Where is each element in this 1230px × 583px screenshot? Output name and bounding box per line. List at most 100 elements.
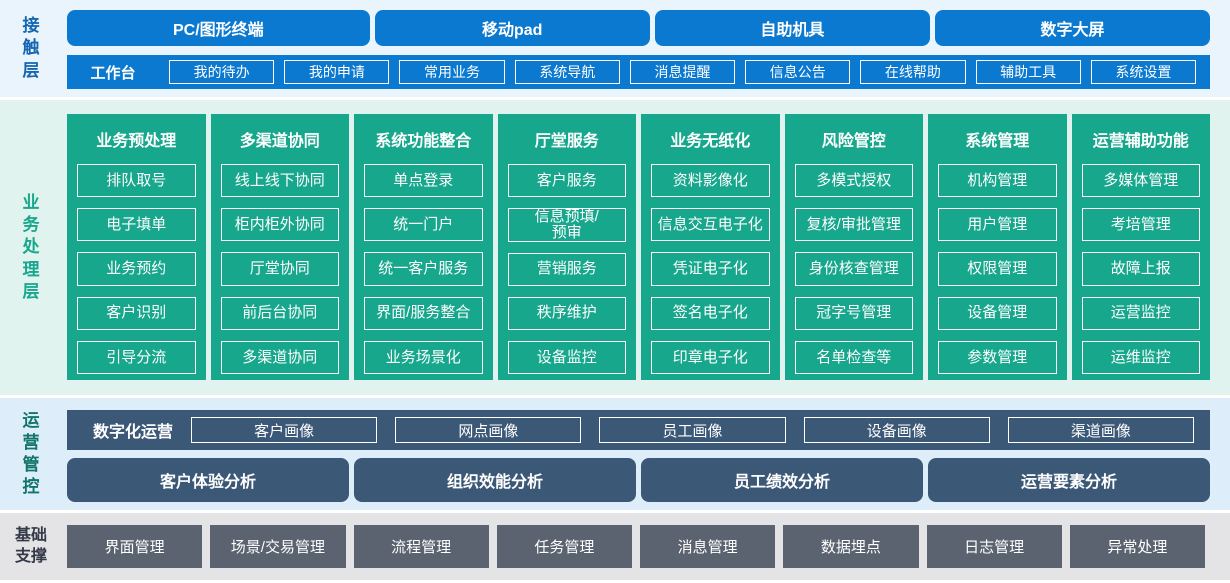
- analysis-customer-experience[interactable]: 客户体验分析: [67, 458, 349, 502]
- column-item[interactable]: 界面/服务整合: [364, 296, 483, 330]
- column-item[interactable]: 业务预约: [77, 252, 196, 286]
- column-item[interactable]: 设备监控: [507, 340, 626, 374]
- column-title: 多渠道协同: [239, 133, 320, 150]
- terminal-selfservice-button[interactable]: 自助机具: [654, 10, 930, 46]
- column-item[interactable]: 身份核查管理: [794, 252, 913, 286]
- column-item[interactable]: 信息交互电子化: [651, 208, 770, 242]
- column-pre-processing: 业务预处理 排队取号 电子填单 业务预约 客户识别 引导分流: [67, 114, 206, 380]
- portrait-channel[interactable]: 渠道画像: [1007, 417, 1195, 443]
- analysis-ops-elements[interactable]: 运营要素分析: [928, 458, 1210, 502]
- workbench-item-notifications[interactable]: 消息提醒: [629, 60, 736, 84]
- column-item[interactable]: 运营监控: [1081, 296, 1200, 330]
- column-item[interactable]: 统一客户服务: [364, 252, 483, 286]
- portrait-employee[interactable]: 员工画像: [599, 417, 786, 443]
- column-item[interactable]: 引导分流: [77, 340, 196, 375]
- terminal-pad-button[interactable]: 移动pad: [374, 10, 650, 46]
- digital-ops-bar: 数字化运营 客户画像 网点画像 员工画像 设备画像 渠道画像: [67, 410, 1210, 450]
- workbench-bar: 工作台 我的待办 我的申请 常用业务 系统导航 消息提醒 信息公告 在线帮助 辅…: [67, 55, 1210, 89]
- workbench-item-common-business[interactable]: 常用业务: [399, 60, 505, 84]
- base-layer-body: 界面管理 场景/交易管理 流程管理 任务管理 消息管理 数据埋点 日志管理 异常…: [62, 513, 1230, 580]
- portrait-device[interactable]: 设备画像: [803, 417, 990, 443]
- column-item[interactable]: 运维监控: [1081, 340, 1200, 375]
- column-item[interactable]: 厅堂协同: [220, 252, 339, 286]
- column-item[interactable]: 单点登录: [364, 164, 483, 198]
- workbench-item-applications[interactable]: 我的申请: [284, 60, 390, 84]
- column-title: 业务预处理: [96, 133, 177, 150]
- column-item[interactable]: 前后台协同: [220, 296, 339, 330]
- workbench-item-online-help[interactable]: 在线帮助: [860, 60, 966, 84]
- column-item[interactable]: 冠字号管理: [794, 296, 913, 330]
- column-title: 系统管理: [965, 133, 1030, 150]
- base-log-management[interactable]: 日志管理: [926, 525, 1062, 568]
- column-item[interactable]: 秩序维护: [507, 296, 626, 330]
- column-item[interactable]: 多媒体管理: [1081, 164, 1200, 198]
- workbench-item-announcements[interactable]: 信息公告: [745, 60, 851, 84]
- base-exception-handling[interactable]: 异常处理: [1069, 525, 1205, 568]
- terminal-pc-button[interactable]: PC/图形终端: [67, 10, 370, 46]
- base-layer-label: 基础 支撑: [14, 526, 47, 565]
- business-layer-label: 业 务 处 理 层: [22, 193, 40, 301]
- base-data-tracking[interactable]: 数据埋点: [783, 525, 919, 568]
- workbench-label: 工作台: [90, 64, 136, 82]
- column-item[interactable]: 印章电子化: [651, 340, 770, 375]
- column-item[interactable]: 客户服务: [507, 164, 626, 198]
- terminal-bigscreen-button[interactable]: 数字大屏: [934, 10, 1211, 46]
- base-ui-management[interactable]: 界面管理: [67, 525, 203, 568]
- column-item[interactable]: 复核/审批管理: [794, 208, 913, 242]
- column-risk-control: 风险管控 多模式授权 复核/审批管理 身份核查管理 冠字号管理 名单检查等: [784, 114, 923, 380]
- analysis-org-efficiency[interactable]: 组织效能分析: [354, 458, 636, 502]
- column-title: 运营辅助功能: [1092, 133, 1189, 150]
- analysis-row: 客户体验分析 组织效能分析 员工绩效分析 运营要素分析: [67, 458, 1210, 502]
- column-system-management: 系统管理 机构管理 用户管理 权限管理 设备管理 参数管理: [928, 114, 1067, 380]
- column-title: 业务无纸化: [670, 133, 751, 150]
- base-scene-transaction-management[interactable]: 场景/交易管理: [210, 525, 346, 568]
- column-item[interactable]: 电子填单: [77, 208, 196, 242]
- column-item[interactable]: 客户识别: [77, 296, 196, 330]
- workbench-item-aux-tools[interactable]: 辅助工具: [975, 60, 1081, 84]
- column-item[interactable]: 柜内柜外协同: [220, 208, 339, 242]
- column-multichannel: 多渠道协同 线上线下协同 柜内柜外协同 厅堂协同 前后台协同 多渠道协同: [210, 114, 349, 380]
- operations-layer: 运 营 管 控 数字化运营 客户画像 网点画像 员工画像 设备画像 渠道画像 客…: [0, 398, 1230, 510]
- business-layer: 业 务 处 理 层 业务预处理 排队取号 电子填单 业务预约 客户识别 引导分流…: [0, 100, 1230, 395]
- column-item[interactable]: 线上线下协同: [220, 164, 339, 198]
- business-columns: 业务预处理 排队取号 电子填单 业务预约 客户识别 引导分流 多渠道协同 线上线…: [62, 100, 1230, 395]
- workbench-item-settings[interactable]: 系统设置: [1090, 60, 1196, 84]
- base-process-management[interactable]: 流程管理: [353, 525, 489, 568]
- workbench-item-navigation[interactable]: 系统导航: [514, 60, 620, 84]
- column-item[interactable]: 设备管理: [938, 296, 1057, 330]
- column-item[interactable]: 凭证电子化: [651, 252, 770, 286]
- column-item[interactable]: 机构管理: [938, 164, 1057, 198]
- column-item[interactable]: 业务场景化: [364, 340, 483, 375]
- operations-layer-body: 数字化运营 客户画像 网点画像 员工画像 设备画像 渠道画像 客户体验分析 组织…: [62, 398, 1230, 510]
- column-paperless: 业务无纸化 资料影像化 信息交互电子化 凭证电子化 签名电子化 印章电子化: [641, 114, 780, 380]
- column-item[interactable]: 多模式授权: [794, 164, 913, 198]
- column-item[interactable]: 故障上报: [1081, 252, 1200, 286]
- terminal-row: PC/图形终端 移动pad 自助机具 数字大屏: [67, 10, 1211, 46]
- column-title: 风险管控: [821, 133, 886, 150]
- contact-layer: 接 触 层 PC/图形终端 移动pad 自助机具 数字大屏 工作台 我的待办 我…: [0, 0, 1230, 97]
- portrait-customer[interactable]: 客户画像: [191, 417, 378, 443]
- base-task-management[interactable]: 任务管理: [496, 525, 632, 568]
- column-item[interactable]: 参数管理: [938, 340, 1057, 375]
- column-item[interactable]: 营销服务: [507, 252, 626, 286]
- column-item[interactable]: 统一门户: [364, 208, 483, 242]
- column-item[interactable]: 多渠道协同: [220, 340, 339, 375]
- contact-layer-label: 接 触 层: [22, 16, 40, 80]
- column-item[interactable]: 考培管理: [1081, 208, 1200, 242]
- column-item[interactable]: 权限管理: [938, 252, 1057, 286]
- column-hall-service: 厅堂服务 客户服务 信息预填/ 预审 营销服务 秩序维护 设备监控: [497, 114, 636, 380]
- workbench-item-todo[interactable]: 我的待办: [169, 60, 275, 84]
- column-item[interactable]: 信息预填/ 预审: [507, 208, 626, 242]
- portrait-branch[interactable]: 网点画像: [395, 417, 582, 443]
- base-layer: 基础 支撑 界面管理 场景/交易管理 流程管理 任务管理 消息管理 数据埋点 日…: [0, 513, 1230, 580]
- base-message-management[interactable]: 消息管理: [640, 525, 776, 568]
- column-item[interactable]: 用户管理: [938, 208, 1057, 242]
- operations-layer-label: 运 营 管 控: [22, 410, 40, 497]
- analysis-employee-performance[interactable]: 员工绩效分析: [641, 458, 923, 502]
- column-item[interactable]: 名单检查等: [794, 340, 913, 375]
- column-item[interactable]: 签名电子化: [651, 296, 770, 330]
- column-item[interactable]: 资料影像化: [651, 164, 770, 198]
- column-title: 系统功能整合: [375, 133, 472, 150]
- column-ops-auxiliary: 运营辅助功能 多媒体管理 考培管理 故障上报 运营监控 运维监控: [1071, 114, 1210, 380]
- column-item[interactable]: 排队取号: [77, 164, 196, 198]
